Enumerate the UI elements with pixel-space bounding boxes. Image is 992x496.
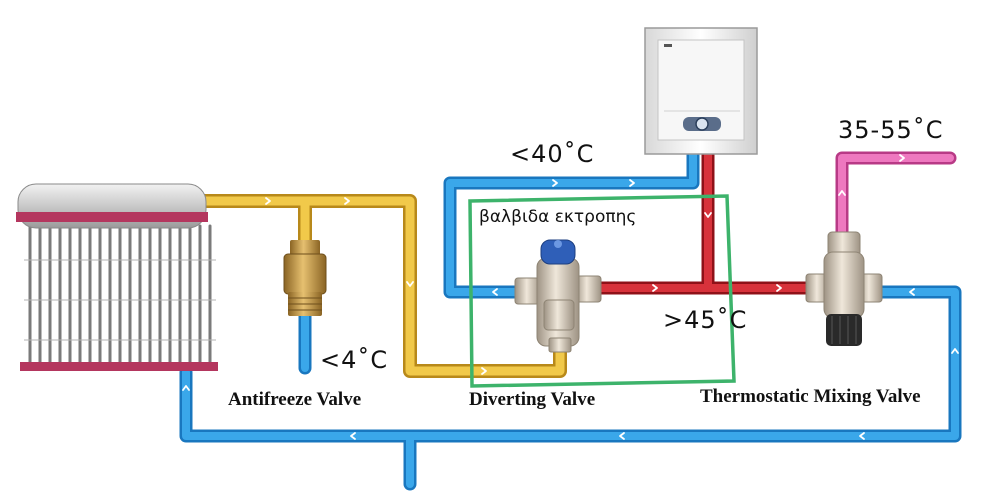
temp-label-freeze: <4˚C [320,346,389,374]
temp-label-boiler: <40˚C [510,140,595,168]
flow-arrow-icon [182,154,959,440]
antifreeze-valve-caption: Antifreeze Valve [228,389,362,410]
yellow-pipes [198,194,567,378]
temp-label-supply: 35-55˚C [838,116,944,144]
wall-boiler-icon [644,27,758,155]
mixing-valve-caption: Thermostatic Mixing Valve [700,386,921,407]
diverting-valve-icon [514,239,602,353]
diverting-valve-caption: Diverting Valve [469,389,596,410]
brass-valve-icon [283,240,327,316]
pink-pipe [835,151,957,243]
red-pipes [593,148,815,295]
solar-water-heater-icon [16,183,218,371]
temp-label-hot: >45˚C [663,306,748,334]
greek-annotation: βαλβιδα εκτροπης [479,207,637,227]
diverting-valve-highlight-frame [468,194,736,388]
mixing-valve-icon [805,231,883,346]
